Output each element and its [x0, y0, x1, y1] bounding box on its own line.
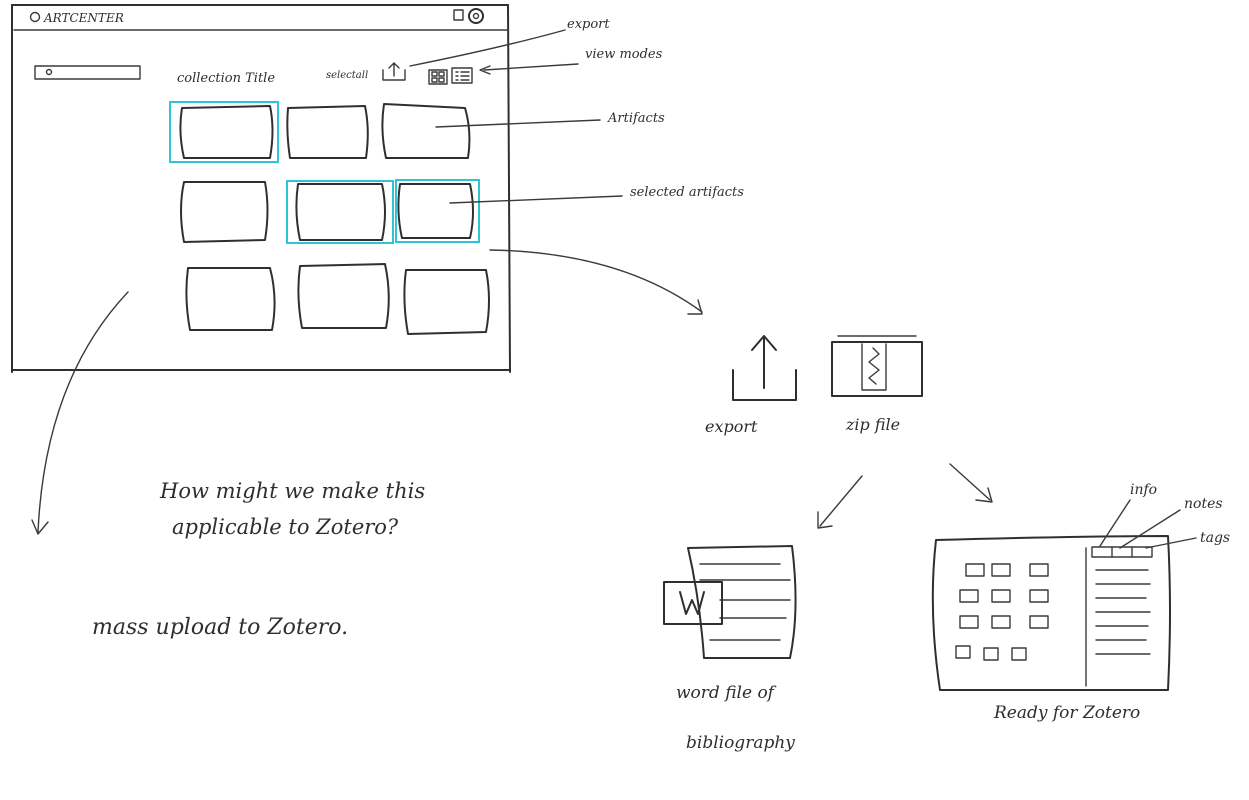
zip-folder-icon	[831, 335, 923, 397]
artifact-tile[interactable]	[180, 181, 269, 243]
artifact-tile[interactable]	[295, 183, 386, 241]
export-caption: export	[705, 417, 758, 436]
word-file-icon	[663, 545, 797, 659]
annotation-selected-artifacts: selected artifacts	[449, 185, 744, 204]
artifact-tile[interactable]	[381, 103, 471, 159]
artifact-tile[interactable]	[403, 269, 490, 335]
search-input[interactable]	[34, 65, 141, 80]
artifact-tile[interactable]	[297, 263, 390, 329]
artifact-selected-outline	[169, 101, 279, 163]
annotation-selected-label: selected artifacts	[630, 185, 744, 200]
flow-arrow-to-notes	[31, 291, 129, 535]
annotation-export: export	[409, 17, 610, 67]
mass-upload-note: mass upload to Zotero.	[92, 615, 348, 640]
zotero-tabs	[1091, 546, 1153, 558]
select-all-link[interactable]: selectall	[326, 70, 368, 81]
zip-caption: zip file	[845, 415, 900, 434]
artifact-tile[interactable]	[179, 105, 274, 159]
artifact-tile[interactable]	[185, 267, 276, 331]
view-mode-list-icon[interactable]	[451, 67, 473, 84]
search-icon	[45, 68, 53, 76]
profile-icon[interactable]	[468, 8, 484, 24]
annotation-export-label: export	[567, 17, 610, 32]
question-line1: How might we make this	[159, 479, 425, 503]
export-icon[interactable]	[382, 62, 406, 81]
app-header: ARTCENTER	[29, 8, 484, 25]
annotation-artifacts: Artifacts	[435, 111, 665, 128]
annotation-artifacts-label: Artifacts	[607, 111, 665, 126]
notes-label: notes	[1184, 496, 1223, 512]
word-file-caption-line1: word file of	[676, 683, 777, 703]
artifact-selected-outline	[286, 180, 394, 244]
artifact-selected-outline	[395, 179, 480, 243]
question-line2: applicable to Zotero?	[172, 515, 399, 539]
flow-arrows-split	[817, 463, 993, 529]
zotero-tab-labels: info notes tags	[1099, 482, 1230, 549]
artifact-tile[interactable]	[397, 183, 474, 239]
collection-title: collection Title	[177, 71, 275, 86]
zotero-caption: Ready for Zotero	[993, 703, 1140, 723]
annotation-view-modes: view modes	[479, 47, 663, 75]
bag-icon[interactable]	[453, 9, 464, 21]
logo-icon	[29, 11, 41, 23]
artifact-grid	[169, 101, 490, 335]
view-mode-grid-icon[interactable]	[428, 69, 448, 85]
zotero-window	[931, 535, 1171, 691]
annotation-view-modes-label: view modes	[585, 47, 663, 62]
tags-label: tags	[1200, 530, 1230, 546]
word-file-caption-line2: bibliography	[686, 733, 795, 753]
flow-arrow-to-export	[489, 249, 703, 315]
wireframe-window	[11, 4, 511, 373]
export-big-icon	[732, 335, 797, 401]
info-label: info	[1130, 482, 1157, 498]
brand-name: ARTCENTER	[43, 11, 124, 25]
artifact-tile[interactable]	[286, 105, 369, 159]
